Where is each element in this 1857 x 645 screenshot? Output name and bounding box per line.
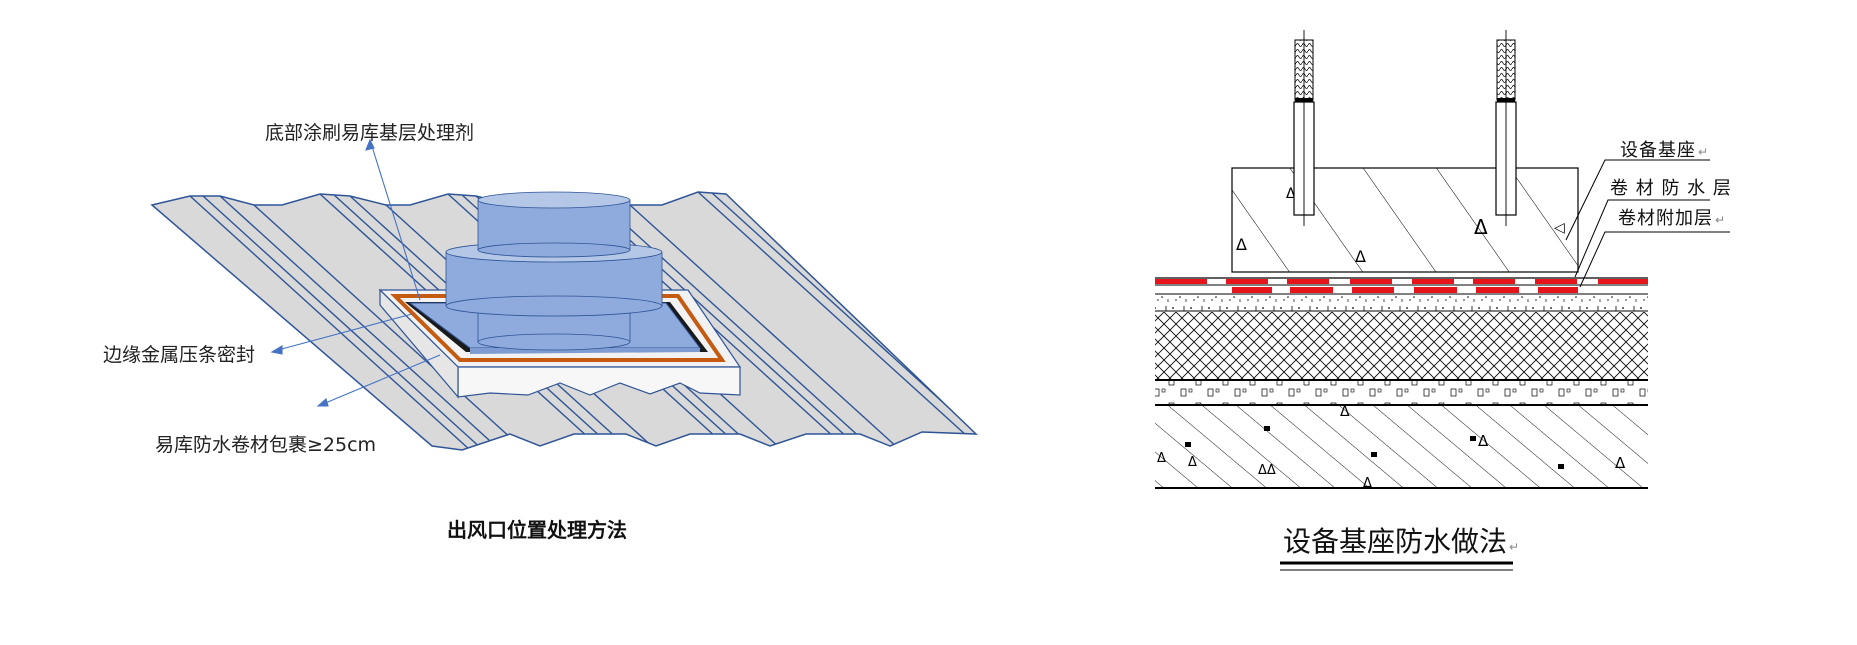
return-mark: ↵ — [1698, 145, 1710, 159]
return-mark: ↵ — [1715, 213, 1727, 227]
svg-text:Δ: Δ — [1478, 432, 1489, 450]
additional-membrane-layer — [1232, 287, 1578, 293]
vent-stack — [445, 191, 663, 351]
membrane-wrap-label: 易库防水卷材包裹≥25cm — [155, 434, 377, 456]
svg-text:Δ: Δ — [1340, 404, 1350, 420]
svg-text:Δ: Δ — [1286, 186, 1296, 202]
right-diagram-title-text: 设备基座防水做法 — [1283, 525, 1508, 558]
equipment-base-block: Δ Δ Δ ◁ Δ — [1231, 167, 1579, 273]
leveling-layer — [1155, 295, 1648, 311]
svg-text:Δ: Δ — [1188, 455, 1197, 470]
svg-text:Δ: Δ — [1474, 215, 1488, 239]
leader-lines — [270, 138, 441, 407]
metal-strip-label: 边缘金属压条密封 — [103, 344, 256, 366]
svg-text:Δ: Δ — [1615, 454, 1626, 472]
left-diagram-title: 出风口位置处理方法 — [447, 518, 627, 542]
lightweight-fill-layer — [1155, 381, 1648, 405]
anchor-bolt-right — [1495, 30, 1517, 226]
equipment-base-label: 设备基座↵ — [1620, 136, 1709, 162]
vent-outlet-illustration — [150, 138, 978, 451]
vent-outlet-diagram: 底部涂刷易库基层处理剂 边缘金属压条密封 易库防水卷材包裹≥25cm 出风口位置… — [103, 122, 978, 542]
svg-text:Δ: Δ — [1157, 451, 1166, 466]
insulation-layer — [1155, 312, 1648, 380]
waterproof-membrane-layer — [1155, 277, 1648, 286]
anchor-bolt-left — [1293, 30, 1315, 226]
concrete-slab: Δ Δ Δ ΔΔ Δ Δ Δ — [1155, 404, 1648, 491]
svg-text:Δ: Δ — [1363, 476, 1372, 491]
primer-label: 底部涂刷易库基层处理剂 — [265, 122, 475, 144]
svg-text:◁: ◁ — [1554, 220, 1565, 236]
equipment-base-section: Δ Δ Δ ◁ Δ — [1155, 30, 1730, 571]
membrane-layer-label: 卷 材 防 水 层 — [1610, 178, 1732, 199]
equipment-base-text: 设备基座 — [1620, 140, 1696, 161]
equipment-base-diagram: Δ Δ Δ ◁ Δ — [1100, 0, 1857, 645]
label-leaders — [1565, 159, 1730, 288]
additional-layer-label: 卷材附加层↵ — [1618, 204, 1726, 230]
right-diagram-title: 设备基座防水做法↵ — [1283, 520, 1519, 560]
additional-layer-text: 卷材附加层 — [1618, 208, 1713, 229]
svg-text:Δ: Δ — [1236, 235, 1247, 254]
return-mark: ↵ — [1509, 540, 1520, 554]
svg-text:Δ: Δ — [1355, 247, 1366, 266]
svg-text:ΔΔ: ΔΔ — [1258, 463, 1276, 478]
